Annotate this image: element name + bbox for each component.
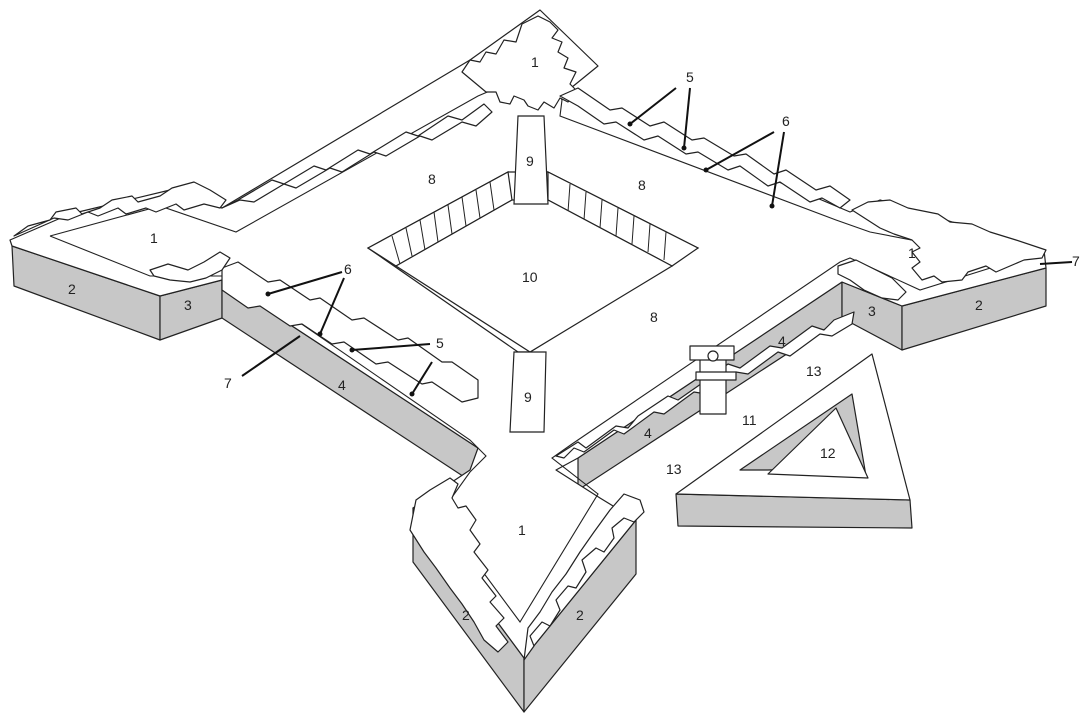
- label-ravelin-side: 13: [666, 461, 682, 477]
- label-curtain-se-left: 4: [644, 425, 652, 441]
- label-callout-7-east: 7: [1072, 253, 1080, 269]
- label-callout-6-north: 6: [782, 113, 790, 129]
- label-parade-se: 8: [650, 309, 658, 325]
- label-flank-east: 3: [868, 303, 876, 319]
- label-parade-nw: 8: [428, 171, 436, 187]
- label-callout-6-west: 6: [344, 261, 352, 277]
- label-face-east: 2: [975, 297, 983, 313]
- label-ravelin-interior: 12: [820, 445, 836, 461]
- gate-lintel: [696, 372, 736, 380]
- label-ravelin-terreplein: 11: [742, 412, 757, 428]
- gate-window: [708, 351, 718, 361]
- label-curtain-sw: 4: [338, 377, 346, 393]
- label-face-south-right: 2: [576, 607, 584, 623]
- label-parade-ne: 8: [638, 177, 646, 193]
- label-bastion-north: 1: [531, 54, 539, 70]
- label-passage-north: 9: [526, 153, 534, 169]
- label-flank-west: 3: [184, 297, 192, 313]
- label-callout-7-west: 7: [224, 375, 232, 391]
- label-face-south-left: 2: [462, 607, 470, 623]
- label-callout-5-north: 5: [686, 69, 694, 85]
- label-face-west: 2: [68, 281, 76, 297]
- label-bastion-south: 1: [518, 522, 526, 538]
- label-callout-5-west: 5: [436, 335, 444, 351]
- label-passage-south: 9: [524, 389, 532, 405]
- label-courtyard: 10: [522, 269, 538, 285]
- label-bastion-east: 1: [908, 245, 916, 261]
- label-bastion-west: 1: [150, 230, 158, 246]
- label-ravelin-top: 13: [806, 363, 822, 379]
- label-curtain-se-right: 4: [778, 333, 786, 349]
